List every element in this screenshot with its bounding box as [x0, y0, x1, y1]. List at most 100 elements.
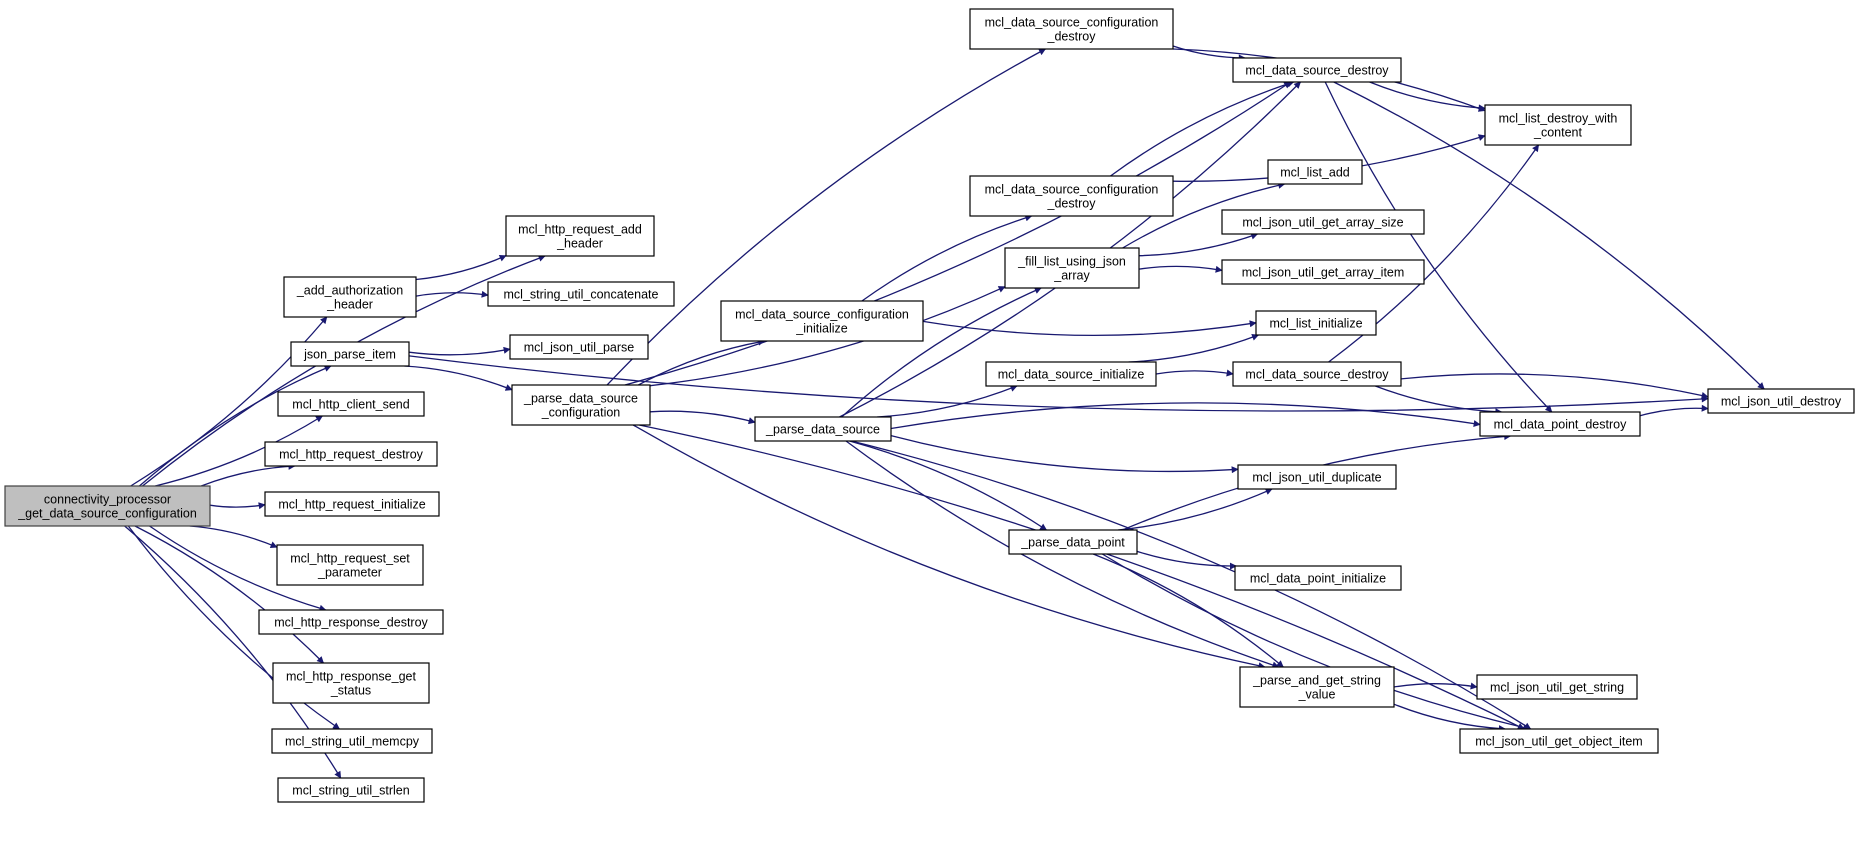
node-json_get_str[interactable]: mcl_json_util_get_string — [1476, 674, 1638, 700]
node-http_resp_destroy[interactable]: mcl_http_response_destroy — [258, 609, 444, 635]
edge-parse_dsc-to-parse_get_str — [632, 424, 1266, 670]
node-fill_list[interactable]: _fill_list_using_json_array — [1004, 247, 1140, 289]
node-label: mcl_http_request_destroy — [279, 448, 424, 462]
edge-ds_destroy_mid-to-dp_destroy — [1375, 385, 1503, 416]
edge-json_parse_item-to-json_util_parse — [408, 346, 511, 356]
node-list_add[interactable]: mcl_list_add — [1267, 159, 1363, 185]
node-str_strlen[interactable]: mcl_string_util_strlen — [277, 777, 425, 803]
node-parse_dsc[interactable]: _parse_data_source_configuration — [511, 384, 651, 426]
node-dp_init[interactable]: mcl_data_point_initialize — [1234, 565, 1402, 591]
node-http_req_destroy[interactable]: mcl_http_request_destroy — [264, 441, 438, 467]
node-label: mcl_http_request_set — [290, 552, 410, 566]
node-label: mcl_http_request_initialize — [278, 498, 425, 512]
node-box — [1255, 310, 1377, 336]
edge-parse_dp-to-dp_init — [1136, 550, 1237, 570]
node-label: mcl_json_util_parse — [524, 341, 635, 355]
node-label: mcl_json_util_destroy — [1721, 395, 1842, 409]
node-parse_dp[interactable]: _parse_data_point — [1008, 529, 1138, 555]
node-http_add_header[interactable]: mcl_http_request_add_header — [505, 215, 655, 257]
node-http_req_init[interactable]: mcl_http_request_initialize — [264, 491, 440, 517]
node-http_client_send[interactable]: mcl_http_client_send — [277, 391, 425, 417]
node-box — [4, 485, 211, 527]
node-label: mcl_json_util_duplicate — [1252, 471, 1381, 485]
node-box — [1232, 57, 1402, 83]
edge-parse_ds-to-parse_get_str — [845, 440, 1280, 669]
edge-parse_dsc-to-ds_destroy_top — [624, 81, 1292, 386]
node-box — [487, 281, 675, 307]
node-label: mcl_data_source_initialize — [998, 368, 1145, 382]
node-ds_destroy_top[interactable]: mcl_data_source_destroy — [1232, 57, 1402, 83]
node-json_get_obj[interactable]: mcl_json_util_get_object_item — [1459, 728, 1659, 754]
node-label: _add_authorization — [296, 284, 403, 298]
node-str_concat[interactable]: mcl_string_util_concatenate — [487, 281, 675, 307]
node-json_util_parse[interactable]: mcl_json_util_parse — [509, 334, 649, 360]
edge-ds_init-to-list_init — [1128, 333, 1260, 363]
edge-root-to-http_req_set_param — [189, 525, 278, 548]
node-label: mcl_list_add — [1280, 166, 1350, 180]
node-label: mcl_http_client_send — [292, 398, 409, 412]
edge-parse_dp-to-json_get_obj — [1101, 553, 1531, 731]
edge-parse_dsc-to-fill_list — [649, 286, 1006, 387]
node-label: mcl_list_initialize — [1269, 317, 1362, 331]
node-dsc_destroy_mid[interactable]: mcl_data_source_configuration_destroy — [969, 175, 1174, 217]
node-label: mcl_data_point_destroy — [1494, 418, 1627, 432]
node-label: _parse_and_get_string — [1252, 674, 1381, 688]
node-http_req_set_param[interactable]: mcl_http_request_set_parameter — [276, 544, 424, 586]
node-label: mcl_data_source_destroy — [1245, 64, 1389, 78]
edge-parse_dsc-to-dsc_destroy_top — [606, 48, 1047, 386]
node-dsc_destroy_top[interactable]: mcl_data_source_configuration_destroy — [969, 8, 1174, 50]
node-box — [985, 361, 1157, 387]
node-add_auth[interactable]: _add_authorization_header — [283, 276, 417, 318]
node-json_destroy[interactable]: mcl_json_util_destroy — [1707, 388, 1855, 414]
node-ds_destroy_mid[interactable]: mcl_data_source_destroy — [1232, 361, 1402, 387]
node-label: mcl_json_util_get_string — [1490, 681, 1624, 695]
node-label: mcl_data_point_initialize — [1250, 572, 1386, 586]
node-label: connectivity_processor — [44, 493, 171, 507]
node-list_destroy_wc[interactable]: mcl_list_destroy_with_content — [1484, 104, 1632, 146]
node-parse_get_str[interactable]: _parse_and_get_string_value — [1239, 666, 1395, 708]
edge-ds_destroy_top-to-json_destroy — [1333, 81, 1765, 390]
node-json_arr_item[interactable]: mcl_json_util_get_array_item — [1221, 259, 1425, 285]
node-label: mcl_string_util_concatenate — [504, 288, 659, 302]
node-box — [505, 215, 655, 257]
node-label: _content — [1533, 126, 1582, 140]
edge-parse_dsc-to-parse_ds — [649, 410, 756, 425]
edge-add_auth-to-str_concat — [415, 290, 489, 298]
node-box — [272, 662, 430, 704]
node-box — [1008, 529, 1138, 555]
node-label: _status — [330, 684, 371, 698]
node-box — [271, 728, 433, 754]
node-json_arr_size[interactable]: mcl_json_util_get_array_size — [1221, 209, 1425, 235]
edge-fill_list-to-json_arr_size — [1138, 232, 1259, 257]
edge-json_parse_item-to-json_destroy — [408, 355, 1709, 412]
node-json_dup[interactable]: mcl_json_util_duplicate — [1237, 464, 1397, 490]
node-dp_destroy[interactable]: mcl_data_point_destroy — [1479, 411, 1641, 437]
edge-parse_ds-to-ds_init — [877, 385, 1018, 418]
node-dsc_init[interactable]: mcl_data_source_configuration_initialize — [720, 300, 924, 342]
node-box — [969, 8, 1174, 50]
node-label: mcl_data_source_configuration — [735, 308, 909, 322]
edge-parse_ds-to-json_get_obj — [851, 440, 1532, 730]
node-box — [509, 334, 649, 360]
node-ds_init[interactable]: mcl_data_source_initialize — [985, 361, 1157, 387]
node-label: mcl_json_util_get_array_item — [1242, 266, 1405, 280]
edge-root-to-str_memcpy — [127, 525, 341, 730]
edge-parse_ds-to-fill_list — [841, 287, 1042, 418]
node-label: mcl_data_source_configuration — [985, 16, 1159, 30]
node-box — [1221, 259, 1425, 285]
node-http_resp_get_status[interactable]: mcl_http_response_get_status — [272, 662, 430, 704]
node-list_init[interactable]: mcl_list_initialize — [1255, 310, 1377, 336]
node-json_parse_item[interactable]: json_parse_item — [290, 341, 410, 367]
edge-ds_destroy_top-to-dp_destroy — [1324, 81, 1553, 413]
edge-fill_list-to-list_add — [1122, 181, 1286, 249]
edge-fill_list-to-json_arr_item — [1138, 265, 1223, 273]
node-label: mcl_list_destroy_with — [1499, 112, 1618, 126]
node-label: mcl_http_request_add — [518, 223, 642, 237]
node-root[interactable]: connectivity_processor_get_data_source_c… — [4, 485, 211, 527]
node-box — [754, 416, 892, 442]
edge-parse_dp-to-json_dup — [1117, 488, 1273, 531]
node-str_memcpy[interactable]: mcl_string_util_memcpy — [271, 728, 433, 754]
edge-parse_ds-to-parse_dp — [849, 440, 1048, 531]
node-parse_ds[interactable]: _parse_data_source — [754, 416, 892, 442]
